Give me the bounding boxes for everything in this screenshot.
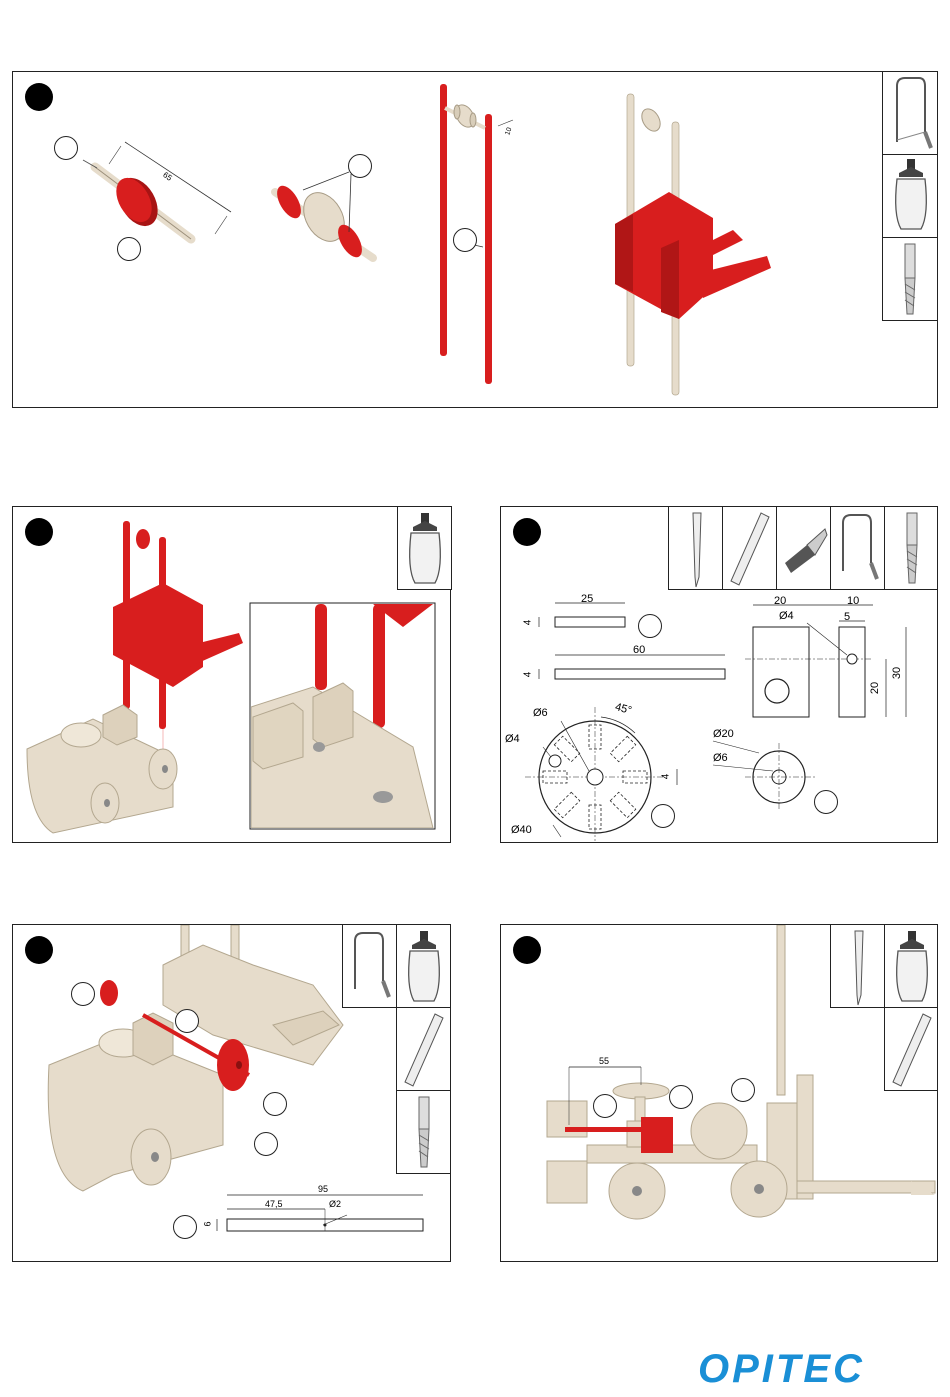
tool-box: [722, 506, 777, 590]
fretsaw-icon: [883, 72, 939, 156]
dim-rod-half: 47,5: [265, 1199, 283, 1209]
pencil-icon: [669, 507, 724, 591]
glue-bottle-icon: [885, 925, 939, 1009]
tool-box: [397, 506, 452, 590]
callout-circle: [731, 1078, 755, 1102]
callout-circle: [254, 1132, 278, 1156]
fretsaw-icon: [831, 507, 886, 591]
dim-seat-offset: 55: [599, 1056, 609, 1066]
dim-block-gap: 10: [847, 595, 859, 607]
step-panel-1: 65 10: [12, 71, 938, 408]
step-panel-2: [12, 506, 451, 843]
tool-box: [776, 506, 831, 590]
dim-disc-outer-hole: Ø4: [505, 733, 520, 745]
tool-box: [882, 71, 938, 155]
tool-box: [830, 506, 885, 590]
dim-rod-length: 95: [318, 1184, 328, 1194]
dim-disc-small-hole: Ø6: [533, 707, 548, 719]
ruler-icon: [885, 1008, 939, 1092]
callout-circle: [669, 1085, 693, 1109]
callout-circle: [263, 1092, 287, 1116]
callout-circle: [593, 1094, 617, 1118]
opitec-logo: OPITEC: [698, 1347, 865, 1392]
tool-box: [882, 237, 938, 321]
pencil-icon: [831, 925, 886, 1009]
tool-box: [882, 154, 938, 238]
dim-block-offset: 5: [844, 611, 850, 623]
tool-box: [396, 1090, 451, 1174]
callout-circle: [117, 237, 141, 261]
dim-block-height1: 20: [869, 682, 881, 694]
dim-strip1-length: 25: [581, 593, 593, 605]
dim-strip1-thickness: 4: [522, 620, 533, 626]
dim-strip2-thickness: 4: [522, 672, 533, 678]
callout-circle: [348, 154, 372, 178]
glue-bottle-icon: [883, 155, 939, 239]
dim-rod-thickness: 6: [203, 1221, 213, 1226]
step2-illustration: [13, 507, 449, 841]
tool-box: [396, 1007, 451, 1091]
dim-block-hole: Ø4: [779, 610, 794, 622]
tool-box: [668, 506, 723, 590]
callout-circle: [175, 1009, 199, 1033]
callout-circle: [173, 1215, 197, 1239]
tool-box: [884, 1007, 938, 1091]
ruler-icon: [723, 507, 778, 591]
tool-box: [396, 924, 451, 1008]
dim-washer-outer: Ø20: [713, 728, 734, 740]
dim-strip2-length: 60: [633, 644, 645, 656]
dim-rod-hole: Ø2: [329, 1199, 341, 1209]
tool-box: [830, 924, 885, 1008]
drill-bit-icon: [397, 1091, 452, 1175]
dim-disc-diameter: Ø40: [511, 824, 532, 836]
tool-box: [884, 924, 938, 1008]
dim-washer-inner: Ø6: [713, 752, 728, 764]
dim-disc-slot: 4: [660, 774, 671, 780]
step1-illustration: [13, 72, 883, 407]
drill-bit-icon: [885, 507, 939, 591]
dim-block-width: 20: [774, 595, 786, 607]
callout-circle: [651, 804, 675, 828]
callout-circle: [814, 790, 838, 814]
callout-circle: [71, 982, 95, 1006]
cutter-knife-icon: [777, 507, 832, 591]
callout-circle: [638, 614, 662, 638]
tool-box: [342, 924, 397, 1008]
ruler-icon: [397, 1008, 452, 1092]
glue-bottle-icon: [398, 507, 453, 591]
drill-bit-icon: [883, 238, 939, 322]
dim-block-height2: 30: [891, 667, 903, 679]
glue-bottle-icon: [397, 925, 452, 1009]
callout-circle: [54, 136, 78, 160]
fretsaw-icon: [343, 925, 398, 1009]
tool-box: [884, 506, 938, 590]
callout-circle: [453, 228, 477, 252]
